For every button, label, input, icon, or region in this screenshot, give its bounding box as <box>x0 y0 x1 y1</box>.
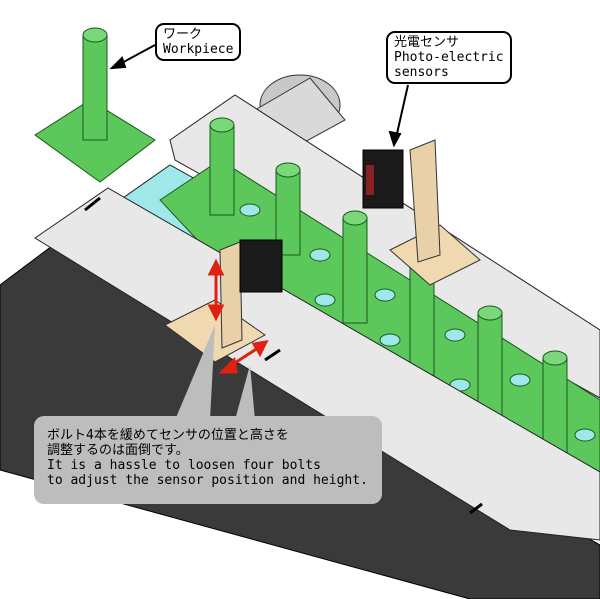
front-photoelectric-sensor <box>164 239 283 363</box>
sensor-label-ja: 光電センサ <box>394 35 460 50</box>
callout-pointer <box>235 365 255 420</box>
callout-ja-line1: ボルト4本を緩めてセンサの位置と高さを <box>47 428 289 443</box>
sensor-label-en2: sensors <box>394 65 449 80</box>
sensor-label-en1: Photo-electric <box>394 50 504 65</box>
plate-slots <box>84 196 483 515</box>
leader-arrows <box>109 44 409 148</box>
callout-box: ボルト4本を緩めてセンサの位置と高さを 調整するのは面倒です。 It is a … <box>34 416 382 504</box>
callout-ja-line2: 調整するのは面倒です。 <box>47 443 189 458</box>
adjust-arrows <box>207 258 269 374</box>
callout-en-line2: to adjust the sensor position and height… <box>47 473 368 488</box>
workpiece-label-en: Workpiece <box>163 42 234 57</box>
callout-pointer <box>175 325 215 420</box>
callout-en-line1: It is a hassle to loosen four bolts <box>47 458 321 473</box>
workpiece-sample <box>34 27 156 183</box>
workpiece-label-ja: ワーク <box>163 27 203 42</box>
workpiece-label: ワーク Workpiece <box>155 23 242 61</box>
sensor-label: 光電センサ Photo-electric sensors <box>386 31 512 84</box>
rear-photoelectric-sensor <box>362 139 481 286</box>
front-guide-plate <box>34 187 600 541</box>
